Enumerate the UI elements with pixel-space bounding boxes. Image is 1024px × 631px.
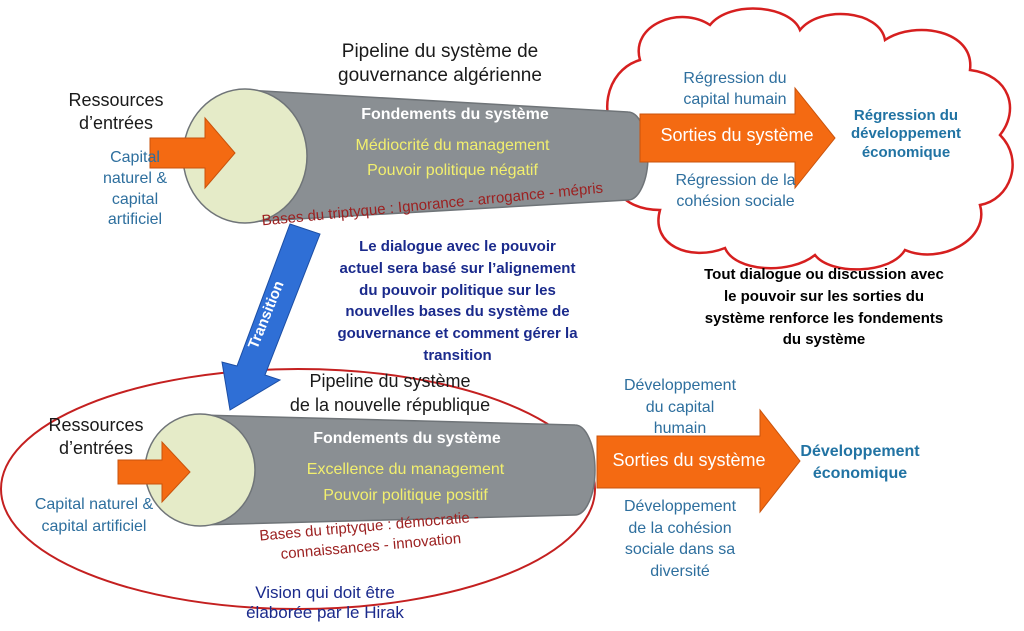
top-foundations-title: Fondements du système xyxy=(361,106,549,123)
top-inputs-detail: Capital naturel & capital artificiel xyxy=(102,149,168,229)
top-output-arrow xyxy=(639,86,836,190)
top-foundations-item-1: Médiocrité du management xyxy=(355,137,550,154)
transition-dialogue: Le dialogue avec le pouvoir actuel sera … xyxy=(337,238,578,364)
dialogue-note: Tout dialogue ou discussion avec le pouv… xyxy=(704,266,944,349)
new-republic-ellipse xyxy=(0,368,596,610)
bottom-foundations-title: Fondements du système xyxy=(313,430,501,447)
top-pipeline xyxy=(182,88,649,224)
bottom-pipeline-title: Pipeline du système de la nouvelle répub… xyxy=(289,371,491,415)
transition-arrow xyxy=(221,223,321,411)
bottom-output-human-capital: Développement du capital humain xyxy=(623,377,737,438)
top-result: Régression du développement économique xyxy=(850,107,962,161)
bottom-outputs-label: Sorties du système xyxy=(612,450,766,470)
bottom-pipeline xyxy=(144,413,596,527)
bottom-output-arrow xyxy=(596,408,801,514)
bottom-inputs-label: Ressources d’entrées xyxy=(48,415,144,458)
bottom-foundations-item-2: Pouvoir politique positif xyxy=(323,487,488,504)
top-outputs-label: Sorties du système xyxy=(660,125,814,145)
top-output-social-cohesion: Régression de la cohésion sociale xyxy=(675,172,796,210)
bottom-inputs-detail: Capital naturel & capital artificiel xyxy=(34,496,154,536)
top-output-human-capital: Régression du capital humain xyxy=(683,70,787,108)
bottom-output-social-cohesion: Développement de la cohésion sociale dan… xyxy=(623,498,737,580)
top-pipeline-title: Pipeline du système de gouvernance algér… xyxy=(338,41,542,86)
bottom-foundations-item-1: Excellence du management xyxy=(306,461,505,478)
top-inputs-label: Ressources d’entrées xyxy=(68,90,164,133)
top-foundations-item-2: Pouvoir politique négatif xyxy=(367,162,538,179)
vision-caption: Vision qui doit être élaborée par le Hir… xyxy=(246,583,404,623)
bottom-input-arrow xyxy=(117,440,191,504)
top-input-arrow xyxy=(149,116,236,190)
bottom-result: Développement économique xyxy=(800,443,920,482)
